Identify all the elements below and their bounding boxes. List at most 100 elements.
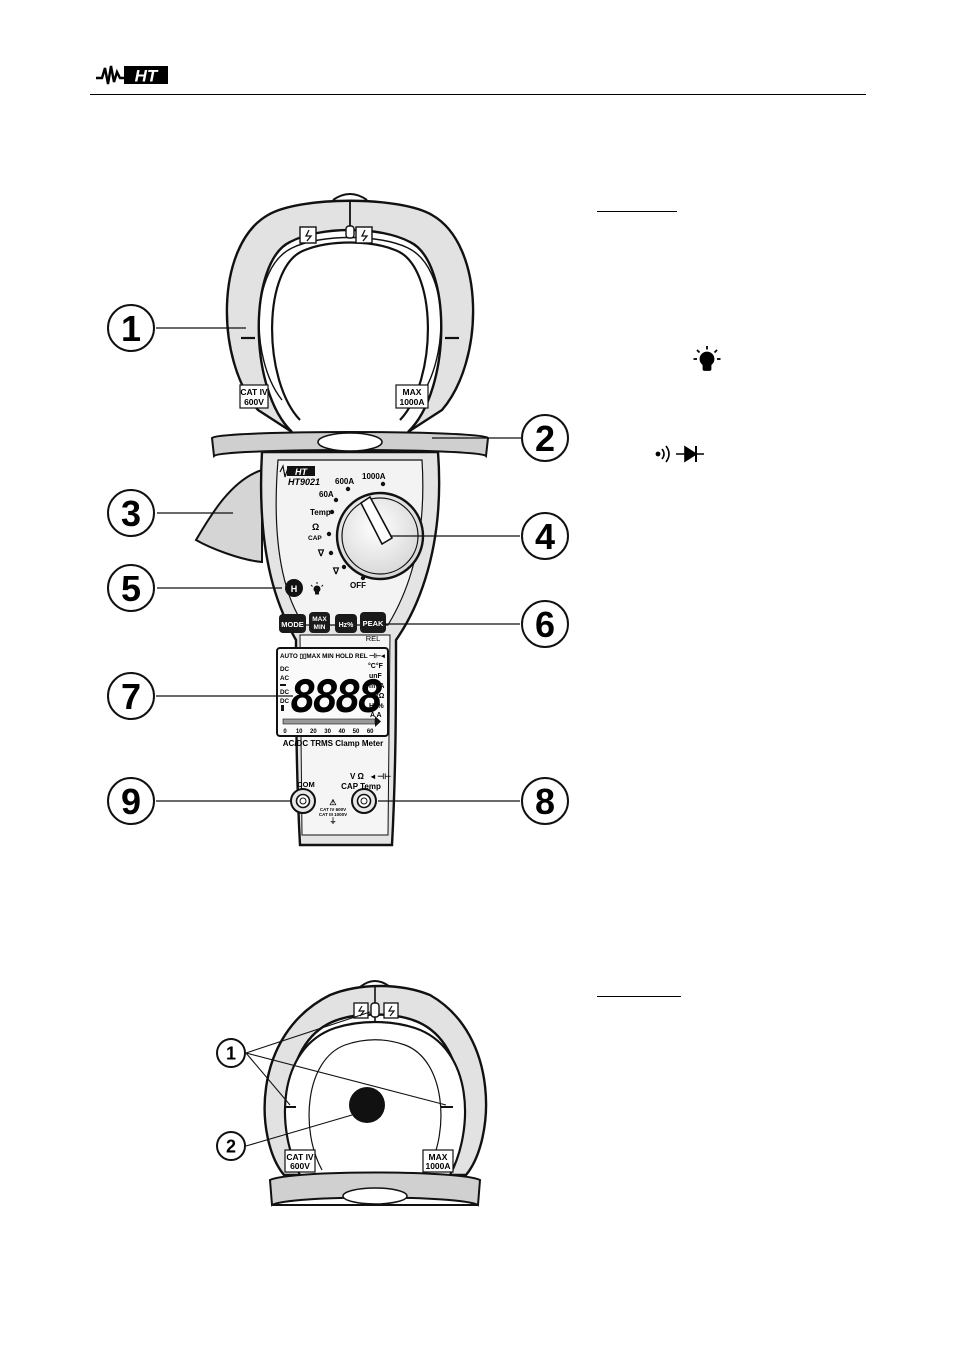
jaw-tag-cat-line1: CAT IV bbox=[240, 387, 268, 397]
lcd-scale-tick: 30 bbox=[324, 729, 331, 735]
lcd-bargraph-scale: 0 10 20 30 40 50 60 bbox=[283, 729, 374, 735]
jaw-tag-max-line1: MAX bbox=[403, 387, 422, 397]
mode-button[interactable]: MODE bbox=[279, 614, 306, 633]
dial-label-temp: Temp bbox=[310, 508, 331, 517]
dial-label-60a: 60A bbox=[319, 490, 334, 499]
maxmin-button-label-2: MIN bbox=[314, 624, 326, 631]
continuity-diode-icon bbox=[655, 445, 704, 463]
maxmin-button-label-1: MAX bbox=[312, 616, 327, 623]
terminal-warning-icon: ⚠ bbox=[329, 798, 336, 807]
dial-label-ohm: Ω bbox=[312, 522, 319, 532]
com-terminal[interactable] bbox=[290, 788, 316, 814]
v-ohm-diode-icon: ◂ ⊣⊢ bbox=[370, 771, 391, 781]
callout-5: 5 bbox=[107, 564, 155, 612]
header-rule bbox=[90, 94, 866, 95]
callout-number: 6 bbox=[535, 604, 555, 645]
clamp-meter-jaw-detail-figure: CAT IV 600V MAX 1000A 1 2 bbox=[216, 980, 488, 1207]
jaw-trigger[interactable] bbox=[194, 468, 263, 564]
cap-temp-label: CAP Temp bbox=[341, 782, 381, 791]
detail-tag-cat-line2: 600V bbox=[290, 1161, 310, 1171]
conductor-position-mark bbox=[349, 1087, 385, 1123]
callout-number: 1 bbox=[226, 1043, 236, 1063]
hz-button-label: Hz% bbox=[339, 622, 355, 629]
dial-label-vdc: ∇ bbox=[332, 566, 340, 576]
hold-backlight-key[interactable]: H bbox=[285, 579, 303, 597]
callout-number: 1 bbox=[121, 308, 141, 349]
terminal-rating-1: CAT IV 600V bbox=[320, 807, 346, 812]
lcd-scale-tick: 40 bbox=[338, 729, 345, 735]
callout-1: 1 bbox=[216, 1038, 246, 1068]
lcd-left-ac: AC bbox=[280, 675, 290, 682]
model-label: HT9021 bbox=[288, 477, 320, 487]
hz-button[interactable]: Hz% bbox=[335, 614, 357, 633]
detail-tag-max-line2: 1000A bbox=[425, 1161, 450, 1171]
input-terminals: COM V Ω ◂ ⊣⊢ CAP Temp ⚠ CAT IV 600V CAT … bbox=[290, 771, 391, 825]
logo-text: HT bbox=[135, 67, 159, 86]
rotary-selector[interactable] bbox=[335, 491, 425, 581]
callout-1: 1 bbox=[107, 304, 155, 352]
lcd-left-dc2: DC bbox=[280, 689, 290, 696]
logo-wave-icon bbox=[96, 65, 124, 85]
lcd-scale-tick: 20 bbox=[310, 729, 317, 735]
legend-heading-rule-2 bbox=[597, 996, 681, 997]
jaw-detail: CAT IV 600V MAX 1000A bbox=[263, 980, 488, 1207]
mode-button-label: MODE bbox=[281, 620, 304, 629]
callout-number: 8 bbox=[535, 781, 555, 822]
detail-tag-cat-line1: CAT IV bbox=[286, 1152, 314, 1162]
callout-number: 9 bbox=[121, 781, 141, 822]
callout-4: 4 bbox=[521, 512, 569, 560]
callout-7: 7 bbox=[107, 672, 155, 720]
lcd-scale-tick: 60 bbox=[367, 729, 374, 735]
lcd-left-dc: DC bbox=[280, 666, 290, 673]
dial-label-off: OFF bbox=[350, 581, 366, 590]
dial-label-600a: 600A bbox=[335, 477, 354, 486]
callout-6: 6 bbox=[521, 600, 569, 648]
callout-9: 9 bbox=[107, 777, 155, 825]
callout-number: 7 bbox=[121, 676, 141, 717]
callout-number: 5 bbox=[121, 568, 141, 609]
lcd-unit-hz: Hz% bbox=[369, 703, 385, 710]
callout-number: 2 bbox=[535, 418, 555, 459]
jaw-warning-icon-left bbox=[299, 226, 317, 244]
callout-number: 3 bbox=[121, 493, 141, 534]
lcd-unit-amp: A A bbox=[370, 712, 382, 719]
terminal-rating-2: CAT III 1000V bbox=[319, 812, 347, 817]
peak-button-label: PEAK bbox=[363, 619, 384, 628]
com-label: COM bbox=[297, 780, 315, 789]
callout-2: 2 bbox=[521, 414, 569, 462]
clamp-jaw: CAT IV 600V MAX 1000A bbox=[225, 193, 475, 434]
jaw-tag-cat-line2: 600V bbox=[244, 397, 264, 407]
lcd-unit-mva: mVA bbox=[369, 683, 384, 690]
maxmin-button[interactable]: MAX MIN bbox=[309, 612, 330, 633]
lcd-unit-farad: unF bbox=[369, 673, 383, 680]
lcd-scale-tick: 10 bbox=[296, 729, 303, 735]
lcd-unit-ohm: MkΩ bbox=[369, 693, 385, 700]
lcd-digits: 8888 bbox=[290, 672, 382, 723]
product-name: AC/DC TRMS Clamp Meter bbox=[283, 739, 383, 748]
lcd-left-dc3: DC bbox=[280, 698, 290, 705]
lcd-display: AUTO ▯▯MAX MIN HOLD REL ⊣⊢◂ DC AC DC DC … bbox=[276, 647, 389, 737]
lcd-diode-icon: ⊣⊢◂ bbox=[369, 652, 385, 660]
rel-label: REL bbox=[366, 634, 381, 643]
callout-8: 8 bbox=[521, 777, 569, 825]
v-ohm-terminal[interactable] bbox=[351, 788, 377, 814]
callout-number: 4 bbox=[535, 516, 555, 557]
callout-3: 3 bbox=[107, 489, 155, 537]
lcd-top-row: AUTO ▯▯MAX MIN HOLD REL bbox=[280, 653, 368, 660]
lcd-scale-tick: 0 bbox=[283, 729, 287, 735]
lcd-scale-tick: 50 bbox=[353, 729, 360, 735]
ground-icon: ⏚ bbox=[330, 817, 337, 825]
backlight-mini-icon bbox=[310, 582, 324, 595]
backlight-bulb-icon bbox=[693, 346, 721, 371]
function-buttons: MODE MAX MIN Hz% PEAK REL bbox=[279, 612, 386, 643]
hold-key-label: H bbox=[291, 584, 298, 594]
peak-rel-button[interactable]: PEAK bbox=[360, 612, 386, 633]
body-logo-text: HT bbox=[295, 467, 308, 477]
v-ohm-label: V Ω bbox=[350, 772, 365, 781]
ht-logo: HT bbox=[94, 62, 172, 88]
lcd-unit-temp: °C°F bbox=[368, 662, 384, 670]
callout-2: 2 bbox=[216, 1131, 246, 1161]
jaw-warning-icon-right bbox=[355, 226, 373, 244]
dial-label-cap: CAP bbox=[308, 535, 322, 542]
clamp-meter-front-figure: CAT IV 600V MAX 1000A HT HT9021 1000A 60… bbox=[107, 193, 569, 847]
